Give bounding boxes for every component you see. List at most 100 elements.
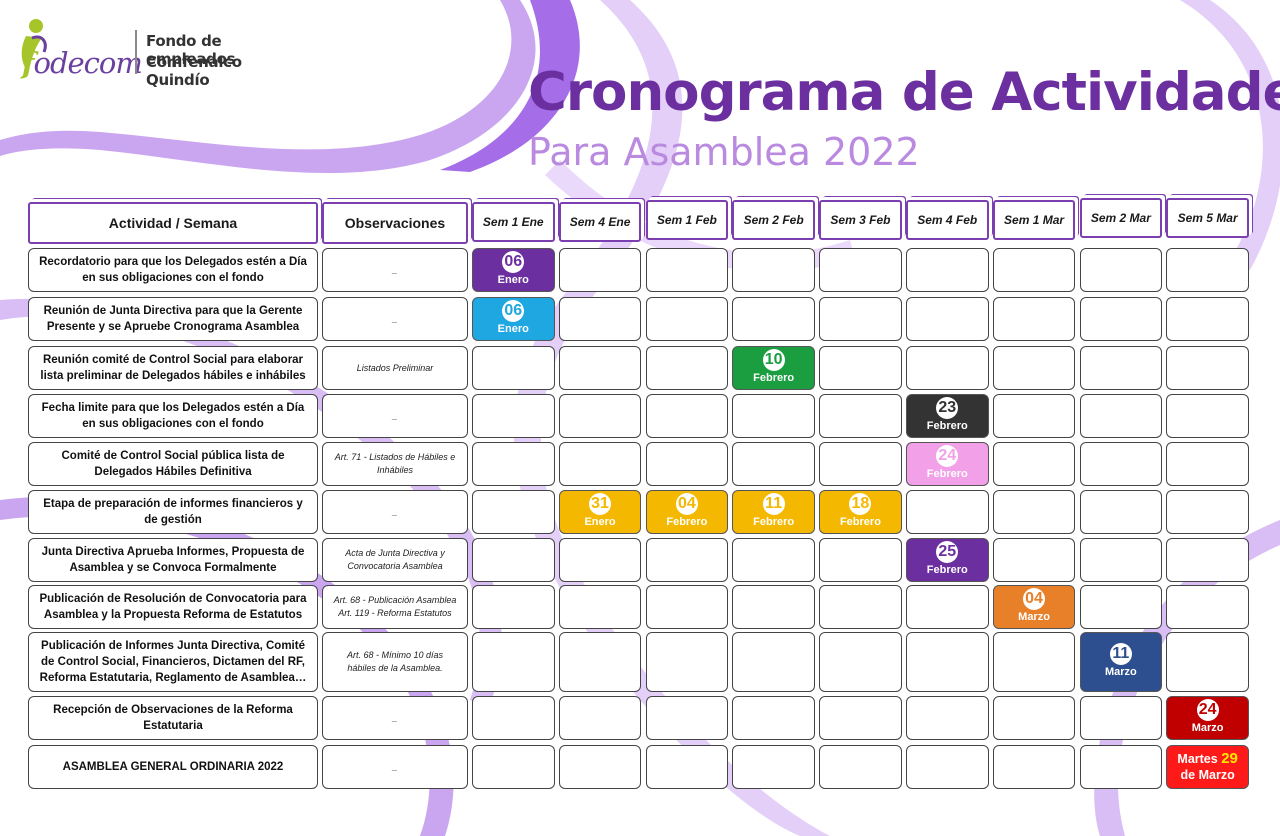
observation-cell: _	[322, 248, 468, 292]
empty-week-cell	[645, 297, 729, 341]
empty-week-cell	[558, 248, 642, 292]
header-week-label: Sem 5 Mar	[1177, 211, 1238, 225]
observation-text: _	[392, 506, 398, 517]
empty-week-cell	[645, 745, 729, 789]
empty-week-cell	[645, 538, 729, 582]
empty-week-cell	[472, 394, 555, 438]
observation-text: _	[392, 410, 398, 421]
date-day: 10	[762, 349, 785, 371]
empty-week-cell	[1079, 297, 1163, 341]
empty-week-cell	[906, 248, 989, 292]
observation-cell: Listados Preliminar	[322, 346, 468, 390]
empty-week-cell	[1166, 297, 1249, 341]
empty-week-cell	[906, 632, 989, 692]
empty-week-cell	[732, 585, 815, 629]
empty-week-cell	[645, 585, 729, 629]
empty-week-cell	[819, 346, 902, 390]
empty-week-cell	[906, 585, 989, 629]
empty-week-cell	[472, 632, 555, 692]
empty-week-cell	[645, 696, 729, 740]
activity-cell: Reunión de Junta Directiva para que la G…	[28, 297, 318, 341]
empty-week-cell	[819, 696, 902, 740]
empty-week-cell	[819, 297, 902, 341]
observation-text: _	[392, 761, 398, 772]
empty-week-cell	[992, 490, 1076, 534]
header-week-label: Sem 4 Ene	[569, 215, 631, 229]
activity-cell: Publicación de Resolución de Convocatori…	[28, 585, 318, 629]
date-month: Enero	[584, 516, 616, 528]
observation-cell: _	[322, 297, 468, 341]
empty-week-cell	[819, 632, 902, 692]
empty-week-cell	[558, 745, 642, 789]
empty-week-cell	[472, 490, 555, 534]
empty-week-cell	[992, 696, 1076, 740]
date-day: 29	[1221, 750, 1238, 767]
date-month: Marzo	[1191, 722, 1224, 734]
empty-week-cell	[1166, 346, 1249, 390]
date-day: 23	[936, 397, 959, 419]
header-week: Sem 2 Mar	[1079, 198, 1163, 238]
empty-week-cell	[558, 538, 642, 582]
empty-week-cell	[645, 248, 729, 292]
date-month: Enero	[497, 323, 529, 335]
date-day: 11	[1109, 643, 1132, 665]
empty-week-cell	[819, 585, 902, 629]
activity-cell: Reunión comité de Control Social para el…	[28, 346, 318, 390]
empty-week-cell	[472, 346, 555, 390]
empty-week-cell	[1079, 745, 1163, 789]
header-week: Sem 4 Feb	[906, 200, 989, 240]
brand-logo: fodecom Fondo de empleados Comfenalco Qu…	[18, 16, 298, 89]
date-day: 06	[502, 300, 525, 322]
header-week-label: Sem 1 Feb	[656, 213, 717, 227]
empty-week-cell	[472, 538, 555, 582]
empty-week-cell	[732, 297, 815, 341]
activity-text: Reunión de Junta Directiva para que la G…	[43, 305, 303, 333]
date-month: Febrero	[753, 372, 795, 384]
empty-week-cell	[732, 632, 815, 692]
activity-text: Recordatorio para que los Delegados esté…	[39, 256, 307, 284]
empty-week-cell	[906, 346, 989, 390]
header-week: Sem 1 Ene	[472, 202, 555, 242]
date-month: Febrero	[926, 468, 968, 480]
activity-text: Etapa de preparación de informes financi…	[43, 498, 303, 526]
empty-week-cell	[1166, 394, 1249, 438]
header-week-label: Sem 1 Mar	[1004, 213, 1065, 227]
empty-week-cell	[1166, 632, 1249, 692]
empty-week-cell	[645, 346, 729, 390]
brand-line-2: Comfenalco Quindío	[146, 53, 242, 89]
empty-week-cell	[472, 696, 555, 740]
empty-week-cell	[558, 297, 642, 341]
header-week: Sem 5 Mar	[1166, 198, 1249, 238]
activity-cell: Junta Directiva Aprueba Informes, Propue…	[28, 538, 318, 582]
date-day: 06	[502, 251, 525, 273]
empty-week-cell	[1079, 585, 1163, 629]
empty-week-cell	[732, 745, 815, 789]
activity-text: Publicación de Informes Junta Directiva,…	[39, 640, 307, 684]
observation-cell: _	[322, 394, 468, 438]
date-day: 24	[936, 445, 959, 467]
observation-cell: Art. 71 - Listados de Hábiles e Inhábile…	[322, 442, 468, 486]
date-day: 25	[936, 541, 959, 563]
observation-text: Art. 68 - Mínimo 10 días hábiles de la A…	[346, 650, 444, 673]
date-month: Febrero	[839, 516, 881, 528]
observation-text: Listados Preliminar	[356, 362, 434, 373]
activity-cell: Comité de Control Social pública lista d…	[28, 442, 318, 486]
empty-week-cell	[1079, 696, 1163, 740]
empty-week-cell	[645, 632, 729, 692]
empty-week-cell	[1166, 538, 1249, 582]
date-day: 11	[762, 493, 785, 515]
header-week: Sem 3 Feb	[819, 200, 902, 240]
empty-week-cell	[472, 585, 555, 629]
page-subtitle: Para Asamblea 2022	[528, 130, 920, 174]
empty-week-cell	[906, 297, 989, 341]
observation-cell: Art. 68 - Publicación Asamblea Art. 119 …	[322, 585, 468, 629]
empty-week-cell	[819, 248, 902, 292]
